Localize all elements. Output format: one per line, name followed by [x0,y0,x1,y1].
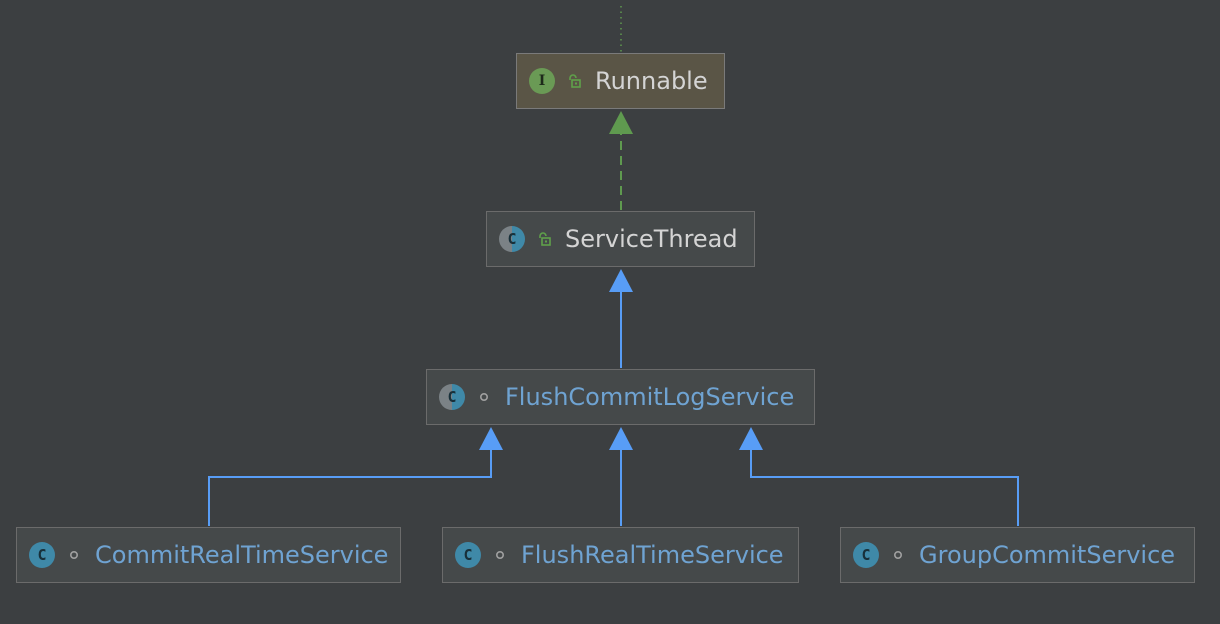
node-label-commit-real-time-service: CommitRealTimeService [95,541,389,569]
class-icon: C [853,542,879,568]
package-private-dot-icon [63,544,85,566]
edge-extends-line [208,450,492,526]
interface-icon: I [529,68,555,94]
package-private-dot-icon [489,544,511,566]
node-commit-real-time-service[interactable]: C CommitRealTimeService [16,527,401,583]
edge-extends-arrowhead [609,427,633,450]
public-lock-icon [563,70,585,92]
edge-extends-arrowhead [609,269,633,292]
public-lock-icon [533,228,555,250]
node-runnable[interactable]: I Runnable [516,53,725,109]
package-private-dot-icon [887,544,909,566]
node-label-flush-commit-log-service: FlushCommitLogService [505,383,795,411]
node-label-runnable: Runnable [595,67,708,95]
class-icon: C [455,542,481,568]
node-service-thread[interactable]: C ServiceThread [486,211,755,267]
abstract-class-icon: C [439,384,465,410]
edge-extends-arrowhead [479,427,503,450]
node-label-service-thread: ServiceThread [565,225,738,253]
node-label-group-commit-service: GroupCommitService [919,541,1176,569]
node-group-commit-service[interactable]: C GroupCommitService [840,527,1195,583]
edge-implements-arrowhead [609,111,633,134]
abstract-class-icon: C [499,226,525,252]
edge-extends-line [750,450,1019,526]
package-private-dot-icon [473,386,495,408]
node-flush-commit-log-service[interactable]: C FlushCommitLogService [426,369,815,425]
edge-extends-arrowhead [739,427,763,450]
class-icon: C [29,542,55,568]
node-flush-real-time-service[interactable]: C FlushRealTimeService [442,527,799,583]
node-label-flush-real-time-service: FlushRealTimeService [521,541,784,569]
